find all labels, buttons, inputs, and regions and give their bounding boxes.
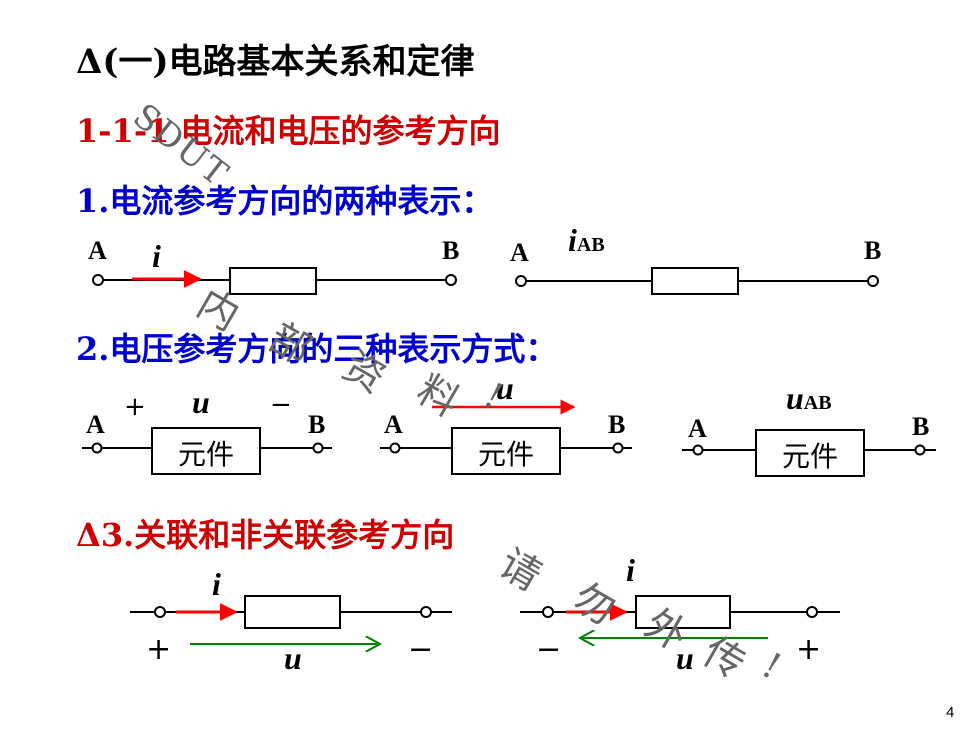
node-a-label: A xyxy=(384,410,403,439)
node-b-label: B xyxy=(442,236,460,265)
element-label: 元件 xyxy=(478,438,535,471)
node-a-label: A xyxy=(510,238,529,267)
node-a-label: A xyxy=(688,414,707,443)
page-number: 4 xyxy=(946,704,955,721)
minus-sign: − xyxy=(536,632,562,667)
node-b-label: B xyxy=(912,412,930,441)
element-label: 元件 xyxy=(782,440,839,473)
current-i-label: i xyxy=(212,566,221,602)
voltage-u-label: u xyxy=(192,384,210,420)
node-b-label: B xyxy=(608,410,626,439)
current-i-label: i xyxy=(152,238,161,274)
plus-sign: + xyxy=(146,632,172,667)
voltage-diagram-polarity xyxy=(82,427,332,475)
voltage-u-label: u xyxy=(284,640,302,676)
minus-sign: − xyxy=(408,632,434,667)
node-b-label: B xyxy=(308,410,326,439)
element-label: 元件 xyxy=(178,438,235,471)
section-title: 1-1-1 电流和电压的参考方向 xyxy=(76,112,501,150)
node-a-label: A xyxy=(86,410,105,439)
plus-sign: + xyxy=(796,632,822,667)
item-2-title: 2.电压参考方向的三种表示方式： xyxy=(76,330,558,368)
minus-sign: − xyxy=(270,390,292,420)
plus-sign: + xyxy=(124,392,146,422)
non-associated-reference-diagram xyxy=(520,595,840,638)
current-diagram-arrow xyxy=(92,267,457,295)
voltage-diagram-subscript xyxy=(682,429,936,477)
item-1-title: 1.电流参考方向的两种表示： xyxy=(76,182,494,220)
voltage-u-label: u xyxy=(676,640,694,676)
node-b-label: B xyxy=(864,236,882,265)
current-i-label: i xyxy=(626,552,635,588)
page-heading: Δ(一)电路基本关系和定律 xyxy=(76,42,475,82)
item-3-title: Δ3.关联和非关联参考方向 xyxy=(76,516,455,554)
node-a-label: A xyxy=(88,236,107,265)
current-diagram-subscript xyxy=(515,267,879,295)
voltage-uab-label: uAB xyxy=(786,380,832,416)
voltage-u-label: u xyxy=(496,370,514,406)
associated-reference-diagram xyxy=(130,595,452,644)
voltage-diagram-arrow xyxy=(380,399,632,475)
current-iab-label: iAB xyxy=(568,222,605,258)
